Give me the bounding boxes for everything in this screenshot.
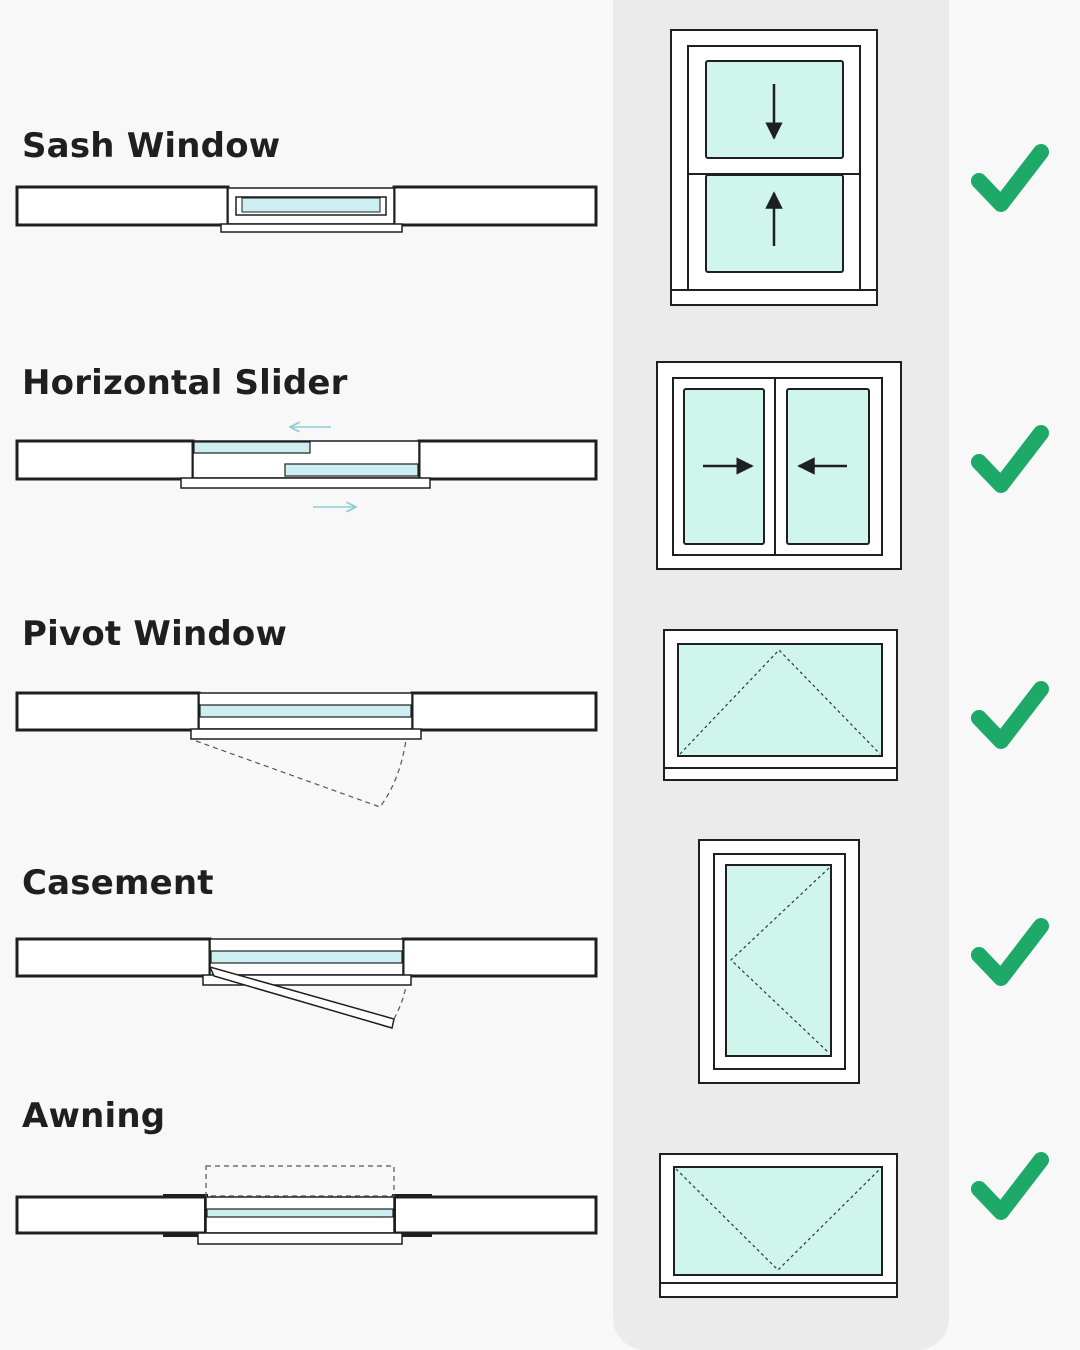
check-icon — [971, 1152, 1049, 1220]
casement-plan — [15, 937, 598, 1029]
horizontal-slider-elevation — [656, 361, 902, 570]
label-sash-window: Sash Window — [22, 126, 281, 166]
awning-plan — [15, 1165, 598, 1245]
label-casement: Casement — [22, 863, 214, 903]
label-pivot-window: Pivot Window — [22, 614, 288, 654]
check-icon — [971, 918, 1049, 986]
sash-window-elevation — [670, 29, 878, 306]
casement-elevation — [698, 839, 860, 1084]
label-awning: Awning — [22, 1096, 166, 1136]
pivot-window-plan — [15, 691, 598, 808]
awning-elevation — [659, 1153, 898, 1298]
check-icon — [971, 425, 1049, 493]
pivot-window-elevation — [663, 629, 898, 781]
check-icon — [971, 144, 1049, 212]
label-horizontal-slider: Horizontal Slider — [22, 363, 348, 403]
check-icon — [971, 681, 1049, 749]
horizontal-slider-plan — [15, 427, 598, 507]
sash-window-plan — [15, 185, 598, 233]
